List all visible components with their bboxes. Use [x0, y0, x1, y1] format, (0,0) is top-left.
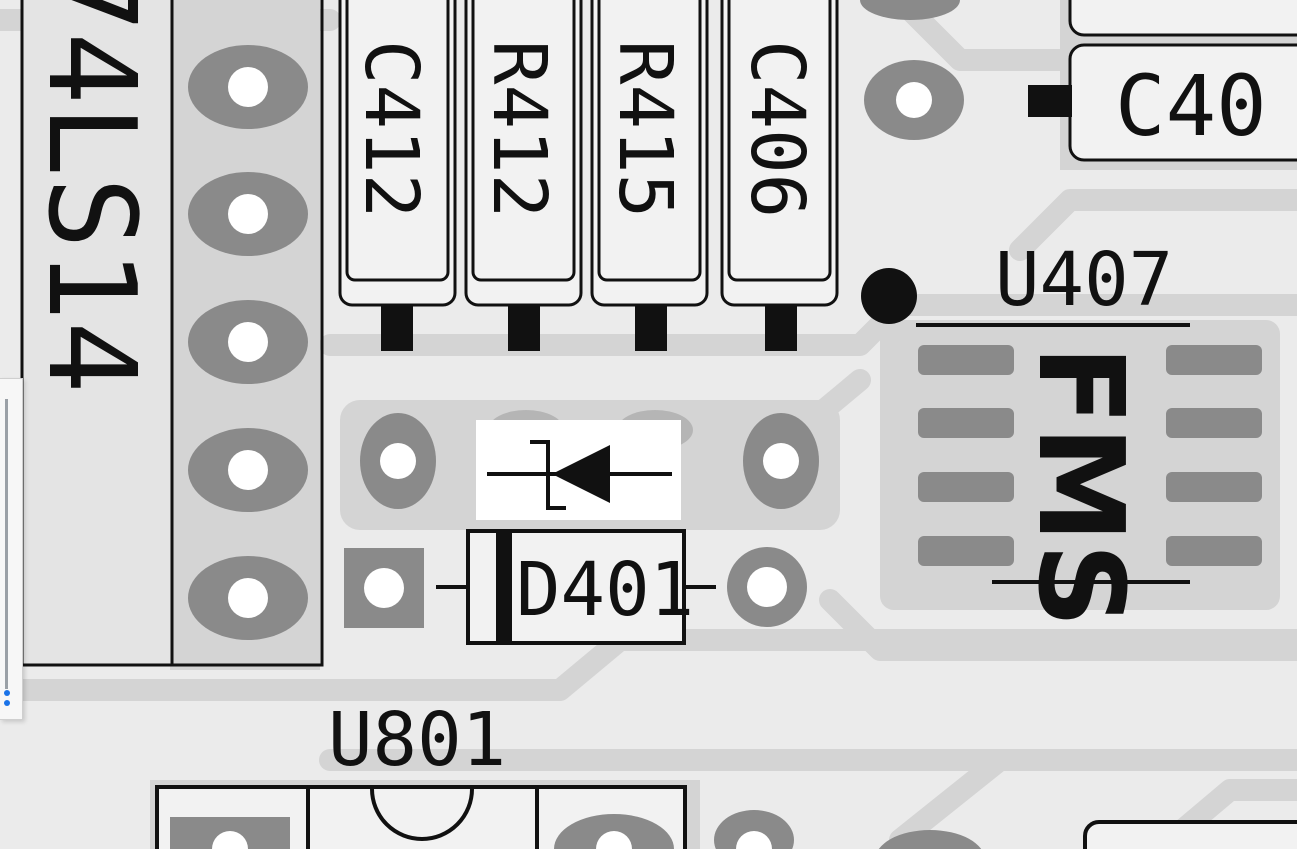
- drill-hole: [228, 578, 268, 618]
- d401-label: D401: [516, 547, 694, 633]
- drill-hole: [228, 194, 268, 234]
- component-d401: D401: [344, 529, 807, 645]
- fms-label: FMS: [1012, 345, 1150, 628]
- drill-hole: [228, 322, 268, 362]
- side-popup-panel[interactable]: [0, 378, 23, 720]
- popup-info-icon: [4, 690, 10, 706]
- zener-diode-symbol: [476, 420, 681, 520]
- drill-hole: [228, 450, 268, 490]
- ic-u407: U407 FMS: [861, 237, 1262, 628]
- bottom-right-partials: [714, 810, 1297, 849]
- c40x-label: C40: [1115, 57, 1267, 155]
- drill-hole: [228, 67, 268, 107]
- component-c406: C406: [720, 0, 839, 351]
- popup-scrollbar[interactable]: [5, 399, 8, 689]
- ic-u801: U801: [155, 697, 687, 849]
- u801-label: U801: [328, 697, 506, 783]
- component-r412: R412: [464, 0, 583, 351]
- pin1-marker: [861, 268, 917, 324]
- u407-label: U407: [995, 237, 1173, 323]
- ic-label-74ls14: 74LS14: [21, 0, 160, 393]
- component-r415: R415: [590, 0, 709, 351]
- ic-74ls14: 74LS14: [20, 0, 324, 667]
- c406-label: C406: [734, 40, 820, 218]
- ic-74ls14-pins: [188, 45, 308, 640]
- c412-label: C412: [348, 40, 434, 218]
- r412-label: R412: [476, 40, 562, 218]
- r415-label: R415: [602, 40, 688, 218]
- component-c412: C412: [338, 0, 457, 351]
- component-c40x: C40: [860, 0, 1297, 162]
